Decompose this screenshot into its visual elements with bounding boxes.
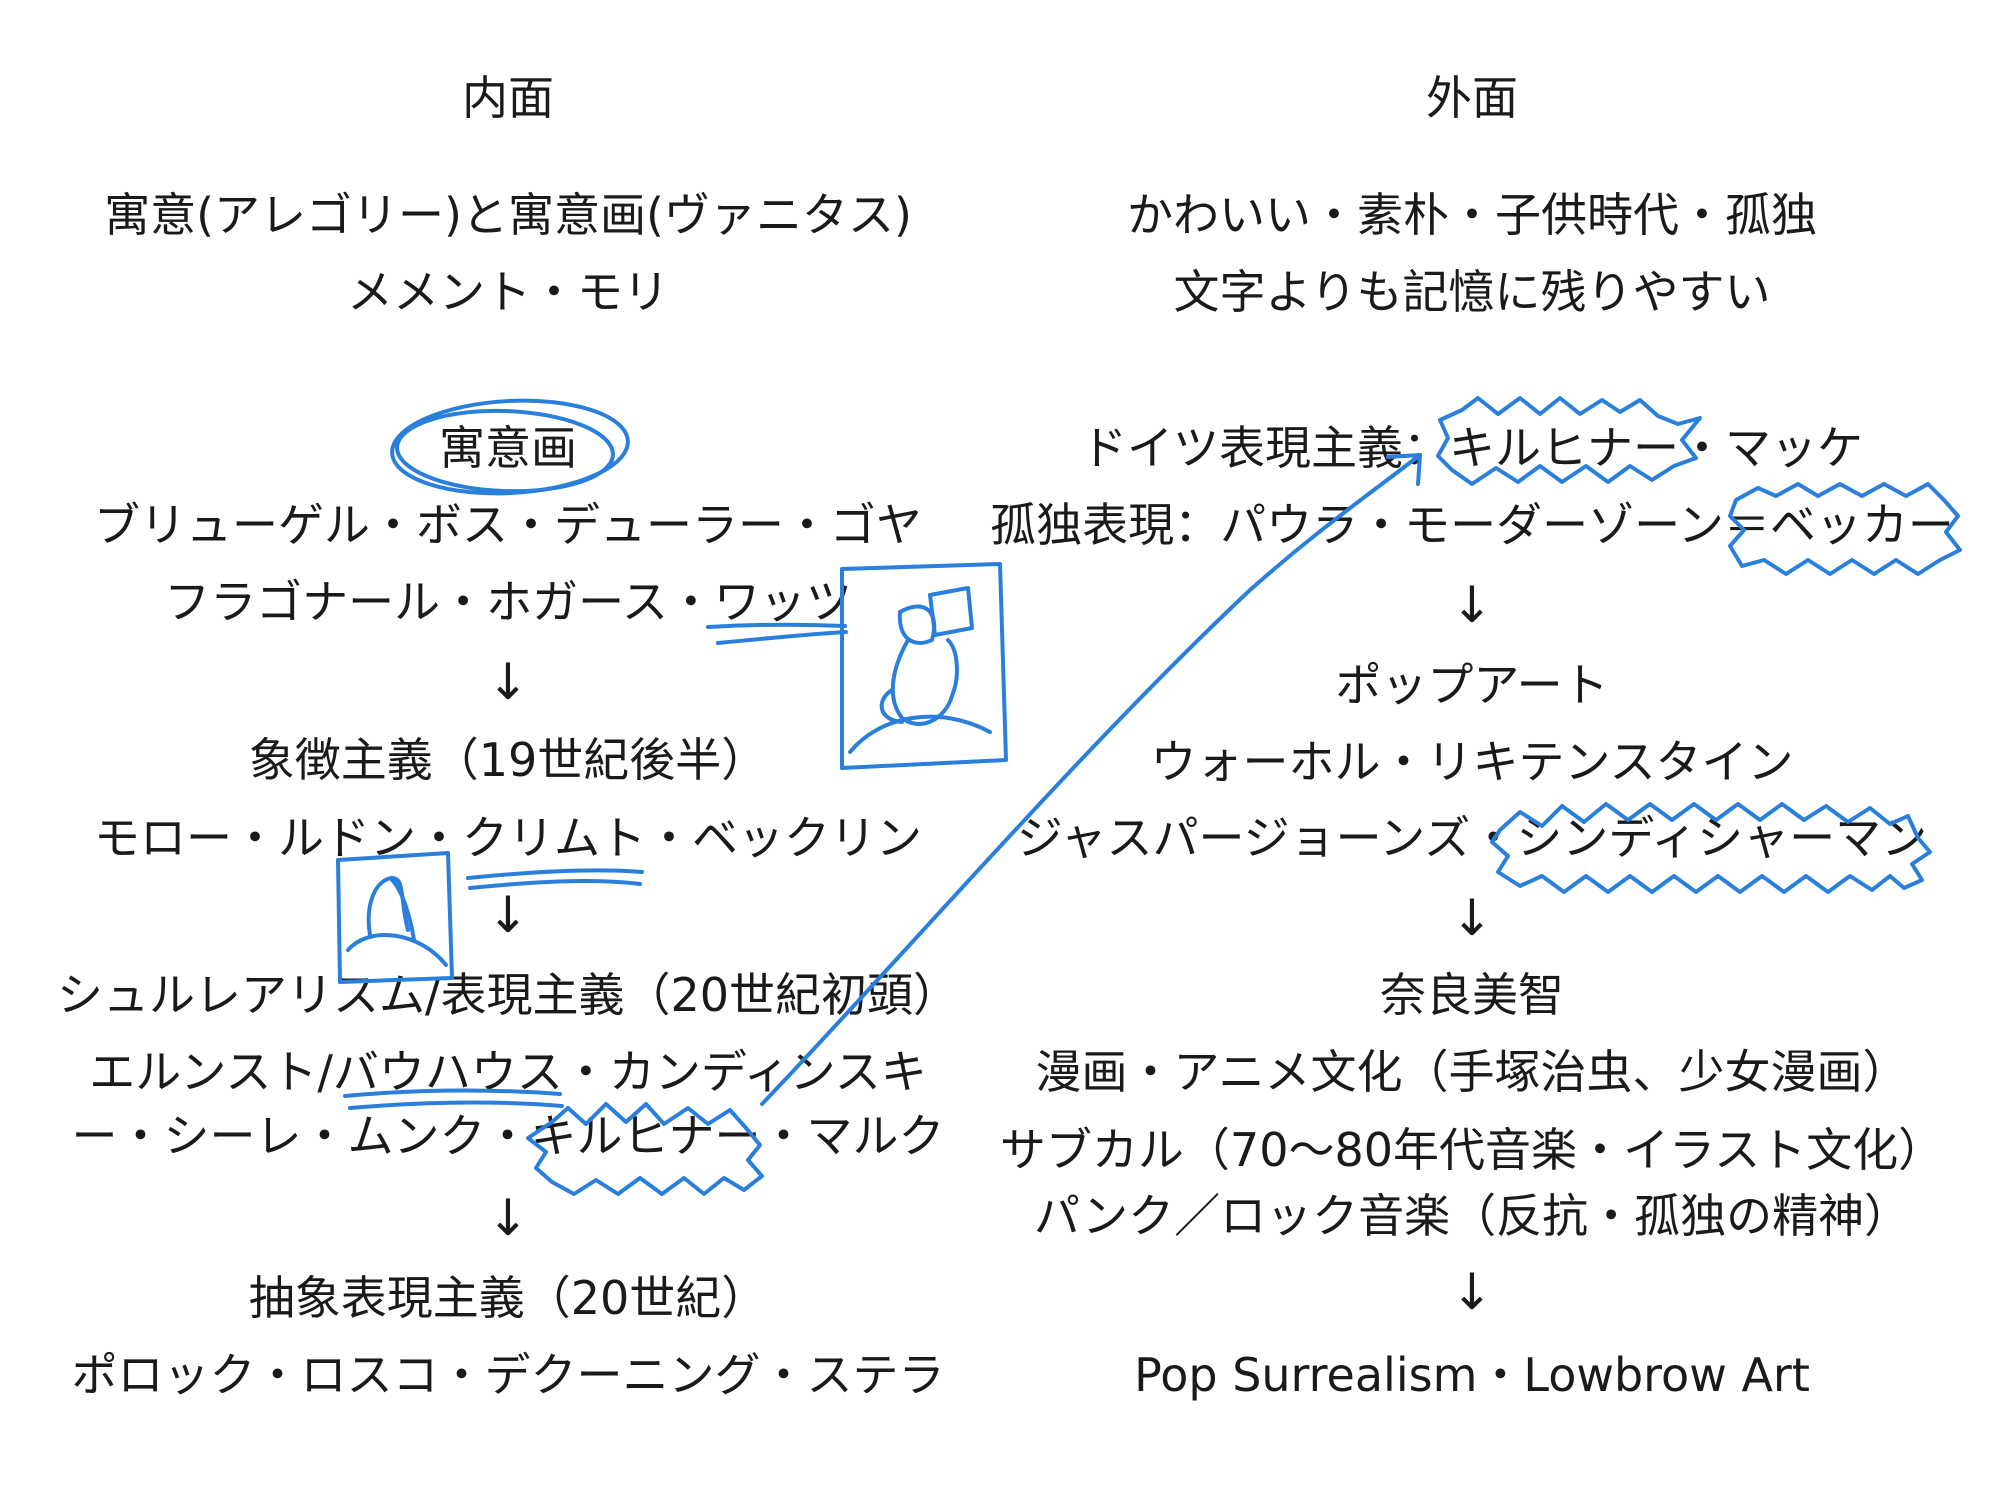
left-down-arrow: ↓	[487, 886, 529, 944]
left-circled-label: 寓意画	[439, 421, 577, 475]
painting-sketch-icon	[336, 851, 454, 984]
left-intro-line-1: 寓意(アレゴリー)と寓意画(ヴァニタス)	[104, 188, 912, 242]
right-down-arrow: ↓	[1451, 576, 1493, 634]
right-flow-line: 漫画・アニメ文化（手塚治虫、少女漫画）	[1035, 1045, 1909, 1099]
right-intro-line-1: かわいい・素朴・子供時代・孤独	[1127, 188, 1817, 242]
right-flow-line: Pop Surrealism・Lowbrow Art	[1134, 1348, 1810, 1402]
underline-annotation	[466, 868, 644, 880]
left-flow-line: ー・シーレ・ムンク・キルヒナー・マルク	[71, 1109, 945, 1163]
left-down-arrow: ↓	[487, 1189, 529, 1247]
left-flow-line: エルンスト/バウハウス・カンディンスキ	[89, 1045, 927, 1099]
painting-sketch-icon	[840, 562, 1008, 770]
right-heading: 外面	[1426, 71, 1518, 125]
right-down-arrow: ↓	[1451, 1263, 1493, 1321]
right-flow-line: ドイツ表現主義：キルヒナー・マッケ	[1081, 421, 1863, 475]
left-flow-line: ブリューゲル・ボス・デューラー・ゴヤ	[94, 498, 922, 552]
right-flow-line: ウォーホル・リキテンスタイン	[1150, 735, 1794, 789]
right-flow-line: 奈良美智	[1380, 968, 1564, 1022]
right-down-arrow: ↓	[1451, 889, 1493, 947]
right-flow-line: ジャスパージョーンズ・シンディシャーマン	[1016, 811, 1928, 865]
left-flow-line: 抽象表現主義（20世紀）	[248, 1271, 768, 1325]
left-flow-line: モロー・ルドン・クリムト・ベックリン	[94, 811, 922, 865]
left-flow-line: 象徴主義（19世紀後半）	[248, 733, 768, 787]
left-flow-line: シュルレアリスム/表現主義（20世紀初頭）	[56, 968, 960, 1022]
left-flow-line: フラゴナール・ホガース・ワッツ	[164, 575, 852, 629]
right-flow-line: パンク／ロック音楽（反抗・孤独の精神）	[1033, 1189, 1911, 1243]
right-flow-line: 孤独表現：パウラ・モーダーゾーン＝ベッカー	[990, 498, 1954, 552]
left-flow-line: ポロック・ロスコ・デクーニング・ステラ	[71, 1348, 945, 1402]
left-heading: 内面	[462, 71, 554, 125]
right-flow-line: ポップアート	[1335, 658, 1609, 712]
left-down-arrow: ↓	[487, 653, 529, 711]
underline-annotation	[716, 630, 848, 645]
right-intro-line-2: 文字よりも記憶に残りやすい	[1173, 265, 1771, 319]
right-flow-line: サブカル（70〜80年代音楽・イラスト文化）	[999, 1123, 1945, 1177]
left-intro-line-2: メメント・モリ	[347, 265, 669, 319]
